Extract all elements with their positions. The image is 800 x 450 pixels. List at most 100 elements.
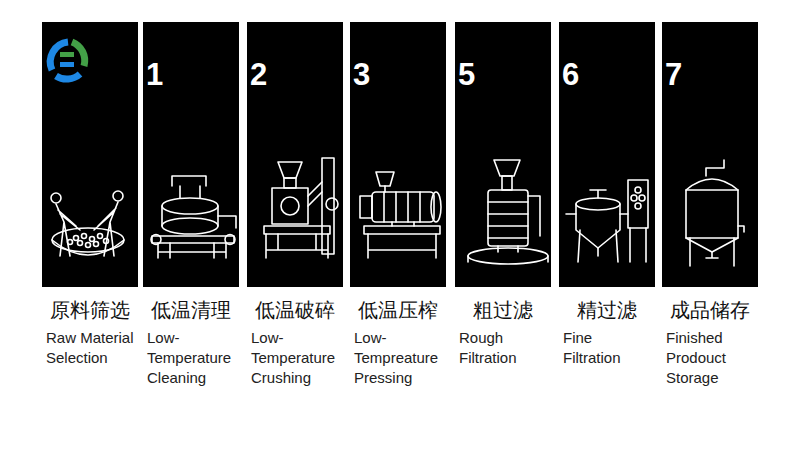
storage-tank-illustration	[690, 238, 734, 266]
crusher-illustration	[272, 188, 308, 224]
step-title-en: Fine Filtration	[563, 328, 651, 368]
step-title-zh: 低温清理	[143, 298, 239, 322]
rough-filter-illustration	[468, 256, 548, 262]
fine-filter-illustration	[566, 180, 648, 262]
cleaning-machine-illustration	[162, 218, 218, 234]
cleaning-machine-illustration	[162, 206, 218, 226]
cleaning-machine-illustration	[152, 236, 234, 243]
sorting-workers-illustration	[51, 191, 124, 256]
crusher-illustration	[266, 234, 328, 258]
step-title-en: Rough Filtration	[459, 328, 547, 368]
sorting-workers-illustration	[51, 193, 61, 203]
rough-filter-illustration	[468, 248, 548, 264]
callout-number: 7	[665, 58, 682, 92]
sorting-workers-illustration	[82, 234, 87, 239]
sorting-workers-illustration	[104, 239, 109, 244]
sorting-workers-illustration	[74, 236, 79, 241]
rough-filter-illustration	[502, 176, 512, 190]
cleaning-machine-illustration	[151, 235, 161, 245]
step-title-zh: 精过滤	[559, 298, 655, 322]
rough-filter-illustration	[498, 246, 518, 252]
fine-filter-illustration	[635, 187, 641, 193]
fine-filter-illustration	[566, 214, 646, 262]
oil-press-illustration	[384, 186, 386, 192]
callout-number: 2	[250, 58, 267, 92]
storage-tank-illustration	[686, 179, 738, 190]
step-title-zh: 粗过滤	[455, 298, 551, 322]
crusher-illustration	[322, 158, 334, 254]
cleaning-machine-illustration	[225, 235, 235, 245]
sorting-workers-illustration	[68, 240, 73, 245]
cleaning-machine-illustration	[151, 176, 236, 258]
callout-number: 5	[458, 58, 475, 92]
crusher-illustration	[278, 162, 302, 178]
fine-filter-illustration	[576, 204, 620, 248]
company-logo	[50, 42, 84, 79]
sorting-workers-illustration	[113, 191, 123, 201]
oil-press-illustration	[368, 234, 436, 258]
fine-filter-illustration	[628, 180, 648, 228]
oil-press-illustration	[360, 172, 441, 258]
crusher-illustration	[281, 197, 299, 215]
company-logo	[50, 42, 68, 70]
storage-tank-illustration	[738, 226, 744, 232]
rough-filter-illustration	[488, 190, 528, 246]
step-title-en: Low- Temperature Crushing	[251, 328, 339, 388]
step-panel	[42, 22, 138, 287]
step-title-en-wrap: Finished Prodouct Storage	[662, 328, 758, 388]
company-logo	[60, 52, 74, 57]
cleaning-machine-illustration	[158, 243, 226, 258]
fine-filter-illustration	[639, 195, 645, 201]
fine-filter-illustration	[635, 203, 641, 209]
crusher-illustration	[264, 226, 330, 234]
callout-number: 1	[146, 58, 163, 92]
sorting-workers-illustration	[78, 241, 83, 246]
step-title-zh: 低温破碎	[247, 298, 343, 322]
sorting-workers-illustration	[90, 237, 95, 242]
process-step: 原料筛选 Raw Material Selection	[42, 22, 138, 402]
cleaning-machine-illustration	[180, 186, 200, 198]
step-title-en-wrap: Raw Material Selection	[42, 328, 138, 368]
storage-tank-illustration	[686, 238, 738, 252]
sorting-workers-illustration	[86, 243, 91, 248]
rough-filter-illustration	[488, 202, 528, 238]
storage-tank-illustration	[686, 190, 738, 238]
sorting-workers-illustration	[52, 240, 124, 255]
oil-press-illustration	[376, 172, 394, 186]
company-logo	[72, 42, 85, 66]
crusher-illustration	[326, 198, 338, 210]
oil-press-illustration	[392, 222, 414, 226]
rough-filter-illustration	[528, 196, 540, 236]
step-title-en: Low- Temperature Cleaning	[147, 328, 235, 388]
rough-filter-illustration	[494, 160, 520, 176]
step-title-zh: 成品储存	[662, 298, 758, 322]
crusher-illustration	[264, 158, 338, 258]
step-title-zh: 低温压榨	[350, 298, 446, 322]
callout-number: 6	[562, 58, 579, 92]
storage-tank-illustration	[706, 160, 724, 176]
rough-filter-illustration	[468, 160, 548, 264]
oil-press-illustration	[431, 192, 441, 222]
fine-filter-illustration	[631, 195, 637, 201]
fine-filter-illustration	[578, 230, 618, 262]
step-title-en: Raw Material Selection	[46, 328, 134, 368]
illustration-layer	[51, 158, 744, 266]
cleaning-machine-illustration	[162, 198, 218, 214]
cleaning-machine-illustration	[218, 216, 236, 228]
oil-press-illustration	[384, 192, 420, 222]
step-title-zh: 原料筛选	[42, 298, 138, 322]
sorting-workers-illustration	[56, 204, 80, 256]
fine-filter-illustration	[576, 198, 620, 210]
step-title-en-wrap: Fine Filtration	[559, 328, 655, 368]
step-title-en-wrap: Low- Temperature Crushing	[247, 328, 343, 388]
crusher-illustration	[284, 178, 296, 188]
oil-press-illustration	[372, 192, 434, 222]
sorting-workers-illustration	[94, 242, 99, 247]
step-title-en-wrap: Low- Tempreature Pressing	[350, 328, 446, 388]
sorting-workers-illustration	[98, 234, 103, 239]
oil-press-illustration	[364, 226, 440, 234]
sorting-workers-illustration	[52, 228, 124, 252]
cleaning-machine-illustration	[172, 176, 206, 186]
